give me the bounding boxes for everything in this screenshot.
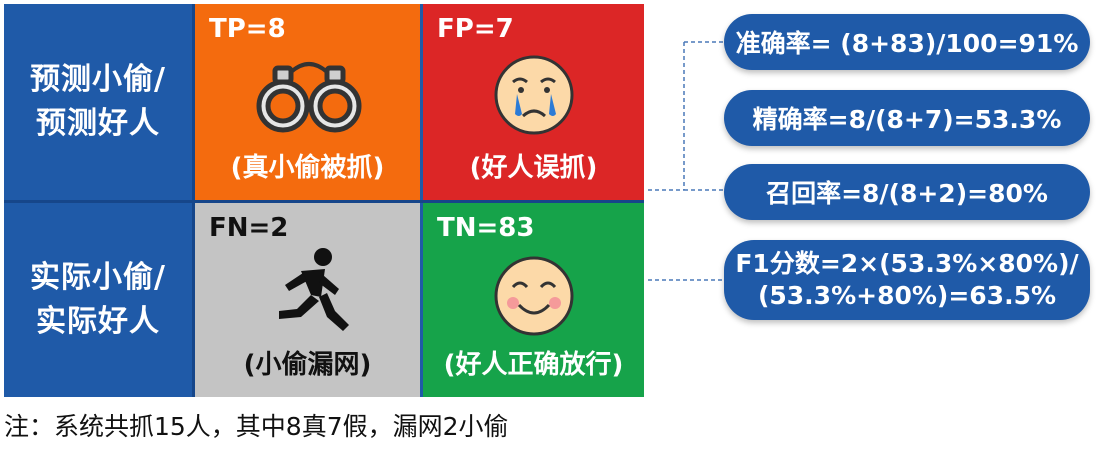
accuracy-pill: 准确率= (8+83)/100=91% <box>724 14 1090 70</box>
tp-caption: (真小偷被抓) <box>230 153 385 183</box>
running-person-icon <box>279 248 349 331</box>
f1-pill: F1分数=2×(53.3%×80%)/ (53.3%+80%)=63.5% <box>724 240 1090 320</box>
matrix-divider-vertical <box>192 4 195 397</box>
row-label-predicted-line1: 预测小偷/ <box>30 62 166 97</box>
accuracy-text: 准确率= (8+83)/100=91% <box>735 29 1079 58</box>
connector-lines <box>648 41 724 281</box>
fn-code: FN=2 <box>209 213 289 243</box>
handcuffs-icon <box>256 62 362 133</box>
cell-true-negative: TN=83 (好人正确放行) <box>423 203 644 397</box>
recall-pill: 召回率=8/(8+2)=80% <box>724 164 1090 220</box>
tn-code: TN=83 <box>437 213 535 243</box>
f1-text-line2: (53.3%+80%)=63.5% <box>757 281 1057 310</box>
precision-pill: 精确率=8/(8+7)=53.3% <box>724 90 1090 146</box>
row-label-predicted-line2: 预测好人 <box>36 106 160 141</box>
confusion-matrix: 预测小偷/ 预测好人 实际小偷/ 实际好人 TP=8 (真小偷被抓) FP=7 <box>4 4 644 397</box>
row-label-predicted: 预测小偷/ 预测好人 <box>4 4 192 200</box>
footnote: 注：系统共抓15人，其中8真7假，漏网2小偷 <box>4 412 509 441</box>
fp-code: FP=7 <box>437 14 514 44</box>
tp-code: TP=8 <box>209 14 286 44</box>
cell-false-positive: FP=7 (好人误抓) <box>423 4 644 200</box>
cell-false-negative: FN=2 (小偷漏网) <box>195 203 420 397</box>
fp-caption: (好人误抓) <box>469 153 598 183</box>
smiling-face-icon <box>494 256 574 336</box>
f1-text-line1: F1分数=2×(53.3%×80%)/ <box>735 249 1079 278</box>
recall-text: 召回率=8/(8+2)=80% <box>766 179 1048 208</box>
matrix-divider-horizontal <box>4 200 644 203</box>
row-label-actual-line2: 实际好人 <box>36 304 160 339</box>
fn-caption: (小偷漏网) <box>243 350 372 380</box>
cell-true-positive: TP=8 (真小偷被抓) <box>195 4 420 200</box>
precision-text: 精确率=8/(8+7)=53.3% <box>752 105 1062 134</box>
row-label-actual: 实际小偷/ 实际好人 <box>4 203 192 397</box>
crying-face-icon <box>494 55 574 135</box>
tn-caption: (好人正确放行) <box>443 350 624 380</box>
row-label-actual-line1: 实际小偷/ <box>30 260 166 295</box>
